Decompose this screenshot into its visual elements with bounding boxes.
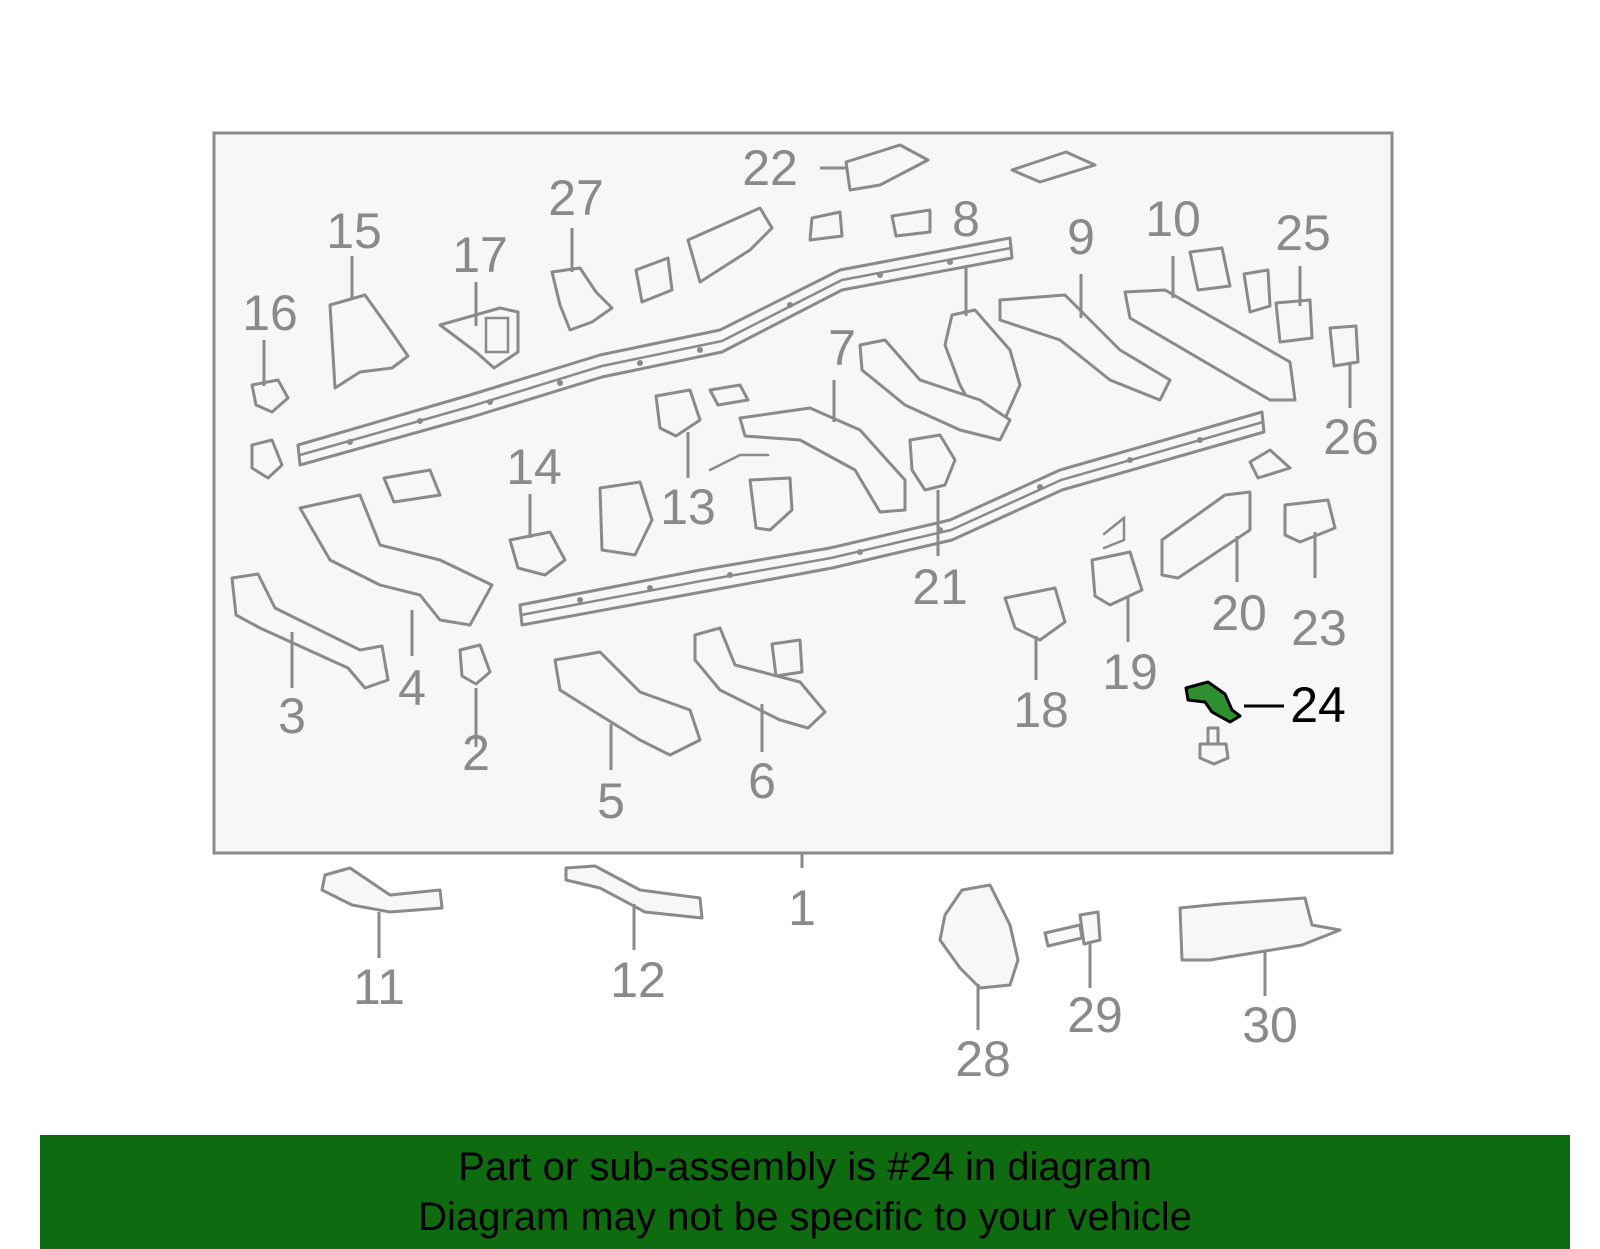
bracket-4-small (382, 468, 442, 504)
crossmember-5 (553, 650, 702, 757)
bracket-30 (1178, 896, 1342, 962)
bracket-20 (1160, 490, 1252, 580)
bracket-23 (1248, 448, 1337, 544)
banner-line-1: Part or sub-assembly is #24 in diagram (458, 1145, 1152, 1189)
bracket-13-group (654, 383, 794, 532)
callout-21: 21 (912, 559, 968, 615)
bracket-14b (598, 480, 654, 557)
callout-24[interactable]: 24 (1290, 677, 1346, 733)
callout-1: 1 (788, 880, 816, 936)
callout-7: 7 (828, 320, 856, 376)
bracket-11 (320, 866, 444, 914)
callout-2: 2 (462, 725, 490, 781)
callout-28: 28 (955, 1031, 1011, 1087)
bracket-25-group (1188, 246, 1360, 368)
callout-12: 12 (610, 952, 666, 1008)
bracket-19 (1090, 515, 1144, 607)
bracket-18 (1003, 586, 1067, 642)
callout-13: 13 (660, 479, 716, 535)
crossmember-3 (230, 572, 390, 690)
callout-19: 19 (1102, 644, 1158, 700)
callout-25: 25 (1275, 205, 1331, 261)
callout-30: 30 (1242, 997, 1298, 1053)
crossmember-7 (858, 338, 1012, 442)
info-banner: Part or sub-assembly is #24 in diagram D… (40, 1135, 1570, 1249)
bracket-28 (938, 883, 1020, 990)
crossmember-6 (693, 626, 827, 730)
plate-2-upper (250, 438, 284, 480)
callout-4: 4 (398, 660, 426, 716)
crossmember-4 (298, 493, 494, 627)
bracket-14 (508, 530, 567, 577)
bracket-17 (438, 306, 520, 370)
bracket-16 (250, 378, 290, 414)
callout-16: 16 (242, 285, 298, 341)
callout-3: 3 (278, 688, 306, 744)
callout-6: 6 (748, 753, 776, 809)
bracket-22-group (634, 143, 1097, 304)
lower-frame-rail (518, 410, 1266, 627)
callout-10: 10 (1145, 191, 1201, 247)
callout-14: 14 (506, 439, 562, 495)
brace-12 (564, 864, 704, 920)
callout-22: 22 (742, 140, 798, 196)
crossmember-9 (998, 293, 1172, 402)
callout-18: 18 (1013, 682, 1069, 738)
callout-8: 8 (952, 191, 980, 247)
callout-15: 15 (326, 203, 382, 259)
callout-17: 17 (452, 227, 508, 283)
leader-lines (262, 166, 1352, 1030)
callout-26: 26 (1323, 409, 1379, 465)
callout-9: 9 (1067, 209, 1095, 265)
callout-20: 20 (1211, 585, 1267, 641)
bracket-15 (328, 293, 410, 390)
callout-29: 29 (1067, 987, 1123, 1043)
callout-11: 11 (353, 959, 405, 1015)
upper-frame-rail (296, 236, 1014, 467)
bracket-21 (908, 433, 957, 492)
callout-23: 23 (1291, 600, 1347, 656)
callout-27: 27 (548, 170, 604, 226)
part-24-bolt (1198, 726, 1230, 766)
bolt-29 (1043, 910, 1102, 948)
crossmember-10 (1123, 288, 1297, 402)
part-24-bracket[interactable] (1184, 680, 1242, 724)
banner-line-2: Diagram may not be specific to your vehi… (418, 1195, 1192, 1239)
bracket-27 (550, 266, 614, 332)
plate-2 (458, 643, 492, 686)
callout-5: 5 (597, 773, 625, 829)
